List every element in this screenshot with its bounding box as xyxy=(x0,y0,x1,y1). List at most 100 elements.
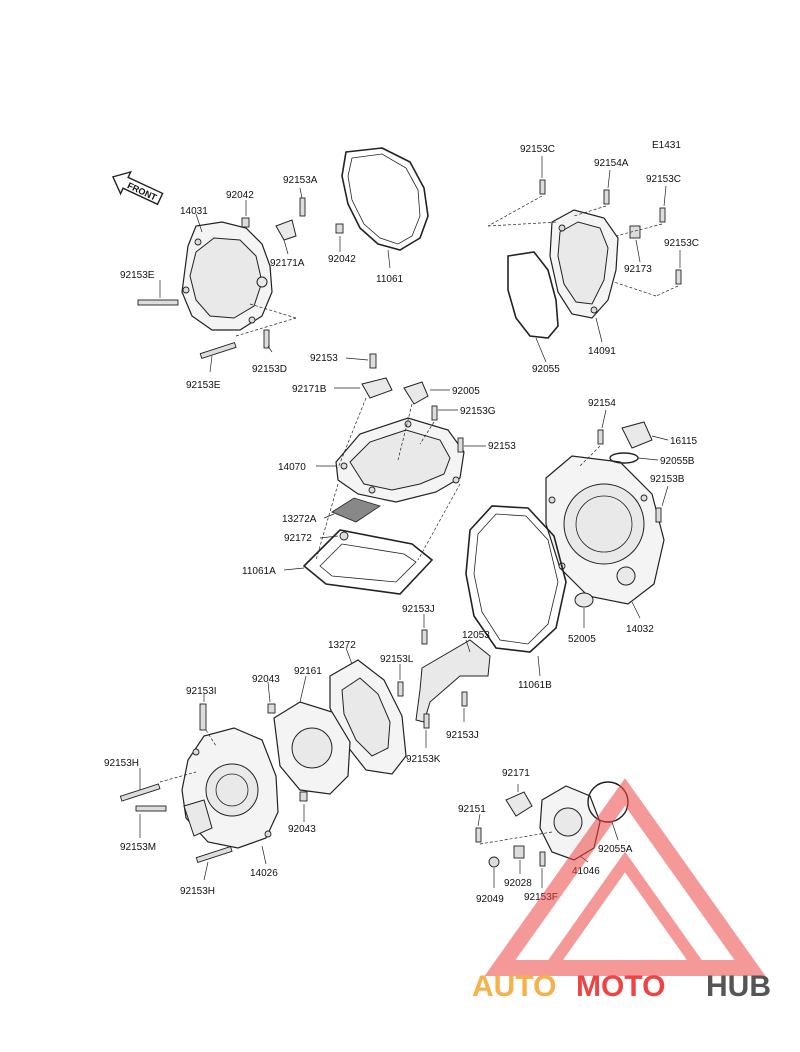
label-14026: 14026 xyxy=(250,868,278,879)
bolt-92153B xyxy=(655,507,662,523)
label-92055: 92055 xyxy=(532,364,560,375)
label-92153A: 92153A xyxy=(283,175,318,186)
clamp-92171 xyxy=(505,791,533,817)
watermark-text: AUTO MOTO HUB xyxy=(472,970,771,1003)
label-92153D: 92153D xyxy=(252,364,287,375)
label-92171: 92171 xyxy=(502,768,530,779)
label-92153H-top: 92153H xyxy=(104,758,139,769)
label-14091: 14091 xyxy=(588,346,616,357)
bolt-92153E-bot xyxy=(199,341,237,359)
label-92153B: 92153B xyxy=(650,474,685,485)
label-92153I: 92153I xyxy=(186,686,217,697)
cover-14070 xyxy=(335,417,465,503)
label-14031: 14031 xyxy=(180,206,208,217)
bolt-92153E-top xyxy=(137,299,179,306)
label-92005: 92005 xyxy=(452,386,480,397)
label-92153-a: 92153 xyxy=(310,353,338,364)
label-92055A: 92055A xyxy=(598,844,633,855)
label-13272: 13272 xyxy=(328,640,356,651)
dowel-92042-a xyxy=(241,217,250,228)
bolt-92153H-top xyxy=(119,783,161,802)
label-52005: 52005 xyxy=(568,634,596,645)
bolt-92151 xyxy=(475,827,482,843)
oring-92055B xyxy=(609,452,639,464)
label-92153K: 92153K xyxy=(406,754,441,765)
bolt-92153I xyxy=(199,703,207,731)
label-92028: 92028 xyxy=(504,878,532,889)
label-92153J-bot: 92153J xyxy=(446,730,479,741)
label-92153H-bot: 92153H xyxy=(180,886,215,897)
cover-14026 xyxy=(181,727,279,849)
bolt-92153F xyxy=(539,851,546,867)
label-92153G: 92153G xyxy=(460,406,496,417)
label-16115: 16115 xyxy=(670,436,698,447)
label-14070: 14070 xyxy=(278,462,306,473)
label-92153C-2: 92153C xyxy=(646,174,681,185)
label-92171A: 92171A xyxy=(270,258,305,269)
label-92042-a: 92042 xyxy=(226,190,254,201)
label-41046: 41046 xyxy=(572,866,600,877)
rotor-92161 xyxy=(273,701,351,795)
bolt-92153G xyxy=(431,405,438,421)
gasket-92055 xyxy=(507,251,559,339)
bolt-92153C-2 xyxy=(659,207,666,223)
label-92161: 92161 xyxy=(294,666,322,677)
dowel-92042-b xyxy=(335,223,344,234)
bolt-92153M xyxy=(135,805,167,812)
dowel-92043-a xyxy=(267,703,276,714)
watermark-logo xyxy=(484,778,766,976)
bolt-92153A xyxy=(299,197,306,217)
label-92153J-top: 92153J xyxy=(402,604,435,615)
bolt-92153-a xyxy=(369,353,377,369)
label-92049: 92049 xyxy=(476,894,504,905)
watermark-hub: HUB xyxy=(706,970,771,1003)
label-92153E-bot: 92153E xyxy=(186,380,221,391)
label-92153C-3: 92153C xyxy=(664,238,699,249)
bracket-92171A xyxy=(275,219,297,241)
label-92151: 92151 xyxy=(458,804,486,815)
bolt-92153D xyxy=(263,329,270,349)
gasket-11061B xyxy=(465,505,567,653)
cap-16115 xyxy=(621,421,653,449)
label-11061B: 11061B xyxy=(518,680,552,691)
label-92173: 92173 xyxy=(624,264,652,275)
label-13272A: 13272A xyxy=(282,514,317,525)
bolt-92153L xyxy=(397,681,404,697)
label-92154: 92154 xyxy=(588,398,616,409)
guide-12053 xyxy=(415,639,491,723)
bolt-92153K xyxy=(423,713,430,729)
label-92153C-1: 92153C xyxy=(520,144,555,155)
label-92042-b: 92042 xyxy=(328,254,356,265)
diagram-code: E1431 xyxy=(652,140,681,151)
label-92172: 92172 xyxy=(284,533,312,544)
label-11061A: 11061A xyxy=(242,566,276,577)
dowel-92043-b xyxy=(299,791,308,802)
label-92154A: 92154A xyxy=(594,158,629,169)
bolt-92153-b xyxy=(457,437,464,453)
label-92153-b: 92153 xyxy=(488,441,516,452)
label-92153E-top: 92153E xyxy=(120,270,155,281)
label-92153L: 92153L xyxy=(380,654,414,665)
bolt-92153J-top xyxy=(421,629,428,645)
breather-92005 xyxy=(403,381,429,405)
washer-92154A xyxy=(603,189,610,205)
front-arrow-icon: FRONT xyxy=(111,170,164,206)
bolt-92153H-bot xyxy=(195,845,233,863)
label-11061: 11061 xyxy=(376,274,404,285)
bolt-92153C-1 xyxy=(539,179,546,195)
label-92043-b: 92043 xyxy=(288,824,316,835)
screen-13272A xyxy=(331,497,381,523)
bolt-92154 xyxy=(597,429,604,445)
label-14032: 14032 xyxy=(626,624,654,635)
watermark-auto: AUTO xyxy=(472,970,556,1003)
nut-92049 xyxy=(488,856,500,868)
gasket-11061A xyxy=(302,529,434,595)
bolt-92153J-bot xyxy=(461,691,468,707)
cover-14091 xyxy=(549,209,619,319)
label-92055B: 92055B xyxy=(660,456,695,467)
label-92153M: 92153M xyxy=(120,842,156,853)
cover-14031 xyxy=(181,221,273,331)
bolt-92153C-3 xyxy=(675,269,682,285)
